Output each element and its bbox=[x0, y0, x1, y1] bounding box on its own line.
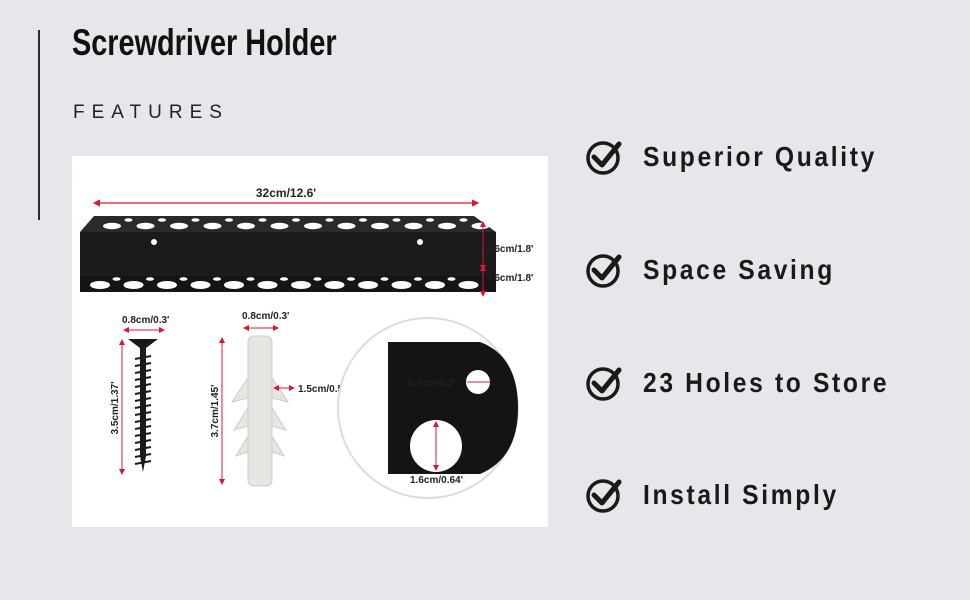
feature-label: Install Simply bbox=[643, 479, 839, 510]
product-diagram: 32cm/12.6' 4.6cm/1.8' 4.6cm/1.8' 0.8cm/0… bbox=[80, 186, 533, 499]
section-subtitle: FEATURES bbox=[73, 102, 229, 123]
bracket-closeup bbox=[337, 317, 519, 499]
product-image: 32cm/12.6' 4.6cm/1.8' 4.6cm/1.8' 0.8cm/0… bbox=[72, 156, 548, 527]
accent-divider bbox=[38, 30, 40, 220]
feature-label: Superior Quality bbox=[643, 141, 877, 172]
page-title: Screwdriver Holder bbox=[72, 22, 337, 63]
check-circle-icon bbox=[586, 141, 622, 175]
check-circle-icon bbox=[586, 367, 622, 401]
large-hole-label: 1.6cm/0.64' bbox=[410, 475, 463, 486]
wall-anchor-drawing bbox=[230, 335, 290, 487]
anchor-length-label: 3.7cm/1.45' bbox=[210, 385, 221, 438]
feature-label: Space Saving bbox=[643, 254, 835, 285]
height-top-dimension-label: 4.6cm/1.8' bbox=[486, 244, 533, 255]
length-dimension-label: 32cm/12.6' bbox=[256, 186, 316, 200]
feature-item-23-holes: 23 Holes to Store bbox=[585, 363, 923, 403]
screw-width-label: 0.8cm/0.3' bbox=[122, 315, 169, 326]
check-circle-icon bbox=[586, 479, 622, 513]
feature-item-superior-quality: Superior Quality bbox=[585, 137, 909, 177]
height-bottom-dimension-label: 4.6cm/1.8' bbox=[486, 273, 533, 284]
anchor-fin-label: 1.5cm/0.59' bbox=[298, 384, 351, 395]
screw-length-label: 3.5cm/1.37' bbox=[110, 382, 121, 435]
feature-list: Superior Quality Space Saving 23 Holes t… bbox=[585, 0, 965, 600]
check-circle-icon bbox=[586, 254, 622, 288]
small-hole-label: 0.7cm/0.3' bbox=[408, 378, 455, 389]
feature-label: 23 Holes to Store bbox=[643, 367, 890, 398]
feature-item-space-saving: Space Saving bbox=[585, 250, 861, 290]
screw-drawing bbox=[128, 339, 158, 472]
anchor-width-label: 0.8cm/0.3' bbox=[242, 311, 289, 322]
feature-item-install-simply: Install Simply bbox=[585, 475, 866, 515]
rack-drawing bbox=[80, 216, 496, 292]
